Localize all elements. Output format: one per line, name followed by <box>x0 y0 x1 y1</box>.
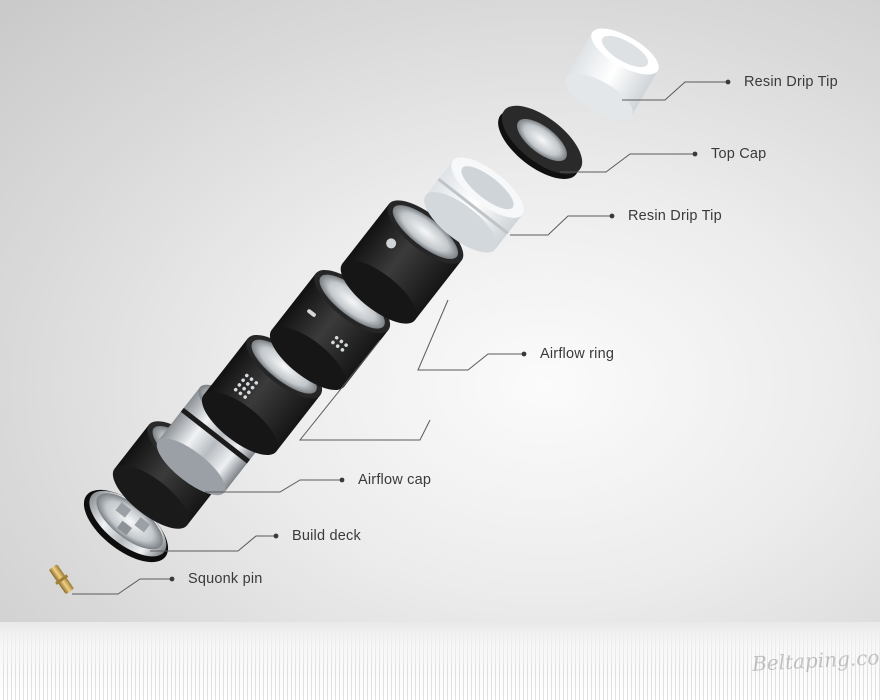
mesh-airflow-ring-part <box>201 334 323 456</box>
callout-resin-drip-tip-top: Resin Drip Tip <box>744 74 838 90</box>
leader-resin-drip-tip-lower <box>510 215 612 236</box>
callout-resin-drip-tip-lower: Resin Drip Tip <box>628 208 722 224</box>
floor-texture <box>0 632 880 700</box>
leader-squonk-pin <box>72 578 172 595</box>
floor-surface <box>0 622 880 700</box>
callout-top-cap: Top Cap <box>711 146 767 162</box>
callout-airflow-ring: Airflow ring <box>540 346 615 362</box>
top-cap-part <box>498 105 583 179</box>
resin-drip-tip-lower-part <box>424 157 524 253</box>
leader-top-cap <box>560 153 695 173</box>
airflow-ring-upper-part <box>340 200 464 324</box>
leader-airflow-cap <box>205 479 342 493</box>
callout-airflow-cap: Airflow cap <box>358 472 432 488</box>
resin-drip-tip-top-part <box>565 28 659 120</box>
leader-airflow-ring-b <box>298 339 431 441</box>
leader-resin-drip-tip-top <box>622 81 728 101</box>
callout-build-deck: Build deck <box>292 528 361 544</box>
airflow-ring-middle-part <box>269 269 391 391</box>
callout-leaders <box>72 79 731 595</box>
build-deck-part <box>83 489 169 563</box>
callout-squonk-pin: Squonk pin <box>188 571 263 587</box>
leader-build-deck <box>150 535 276 552</box>
squonk-pin-part <box>49 564 74 594</box>
leader-airflow-ring-a <box>417 299 524 371</box>
